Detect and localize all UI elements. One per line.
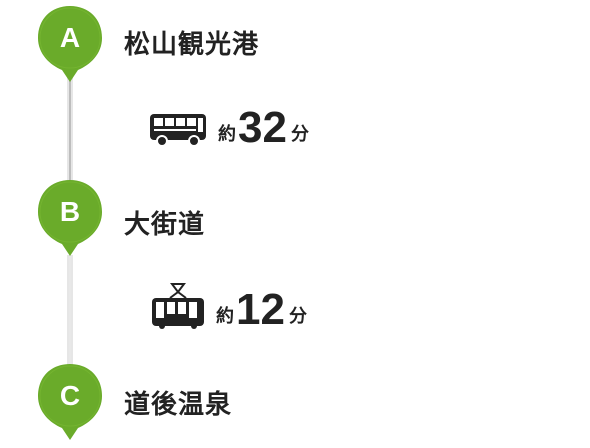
map-pin-icon <box>38 6 102 82</box>
leg-bus-approx: 約 <box>218 124 236 145</box>
leg-tram-approx: 約 <box>216 306 234 327</box>
leg-tram: 約 12 分 <box>150 282 307 334</box>
stop-b-name: 大街道 <box>124 210 206 240</box>
route-line-solid <box>67 70 73 195</box>
stop-b-letter: B <box>59 196 81 227</box>
stop-c-pin: C <box>34 360 106 440</box>
map-pin-icon <box>38 180 102 256</box>
leg-bus-minutes: 32 <box>238 103 287 152</box>
leg-tram-minutes: 12 <box>236 285 285 334</box>
tram-icon <box>152 283 204 329</box>
bus-icon <box>150 114 206 147</box>
leg-tram-unit: 分 <box>288 306 307 327</box>
stop-a-pin: A <box>34 2 106 82</box>
route-line-dashed <box>67 255 73 375</box>
stop-a-letter: A <box>59 22 81 53</box>
stop-c-letter: C <box>59 380 81 411</box>
stop-c-name: 道後温泉 <box>124 390 233 420</box>
stop-a-name: 松山観光港 <box>124 30 260 60</box>
map-pin-icon <box>38 364 102 440</box>
stop-b-pin: B <box>34 176 106 256</box>
leg-bus: 約 32 分 <box>148 103 309 152</box>
leg-bus-unit: 分 <box>290 124 309 145</box>
